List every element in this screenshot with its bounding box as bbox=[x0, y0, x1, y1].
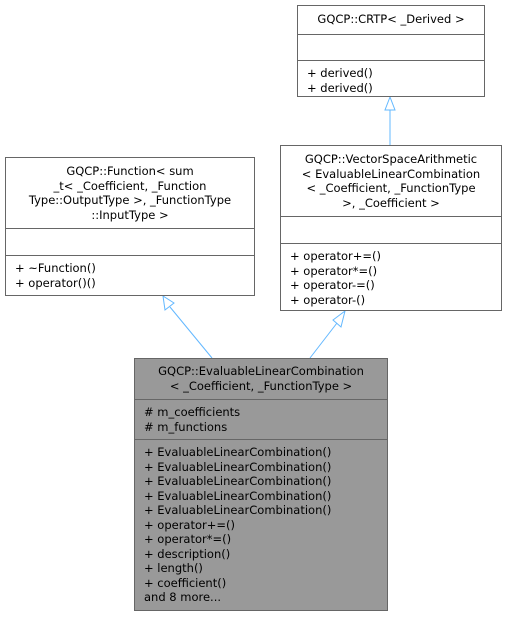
arrowhead-function bbox=[162, 294, 175, 311]
method-operator-minus-assign: + operator-=() bbox=[290, 278, 375, 292]
class-title: GQCP::Function< sum _t< _Coefficient, _F… bbox=[28, 164, 232, 222]
edge-elc-to-vsa bbox=[309, 322, 338, 359]
class-evaluable-linear-combination[interactable]: GQCP::EvaluableLinearCombination < _Coef… bbox=[134, 358, 388, 611]
methods-section: + operator+=() + operator*=() + operator… bbox=[281, 243, 501, 307]
attribute-m-functions: # m_functions bbox=[144, 419, 228, 434]
class-title: GQCP::CRTP< _Derived > bbox=[317, 12, 465, 26]
methods-section: + ~Function() + operator()() bbox=[6, 255, 254, 290]
arrowhead-crtp bbox=[384, 95, 396, 111]
class-crtp[interactable]: GQCP::CRTP< _Derived > + derived() + der… bbox=[297, 5, 485, 97]
attributes-section: # m_coefficients # m_functions bbox=[135, 399, 387, 439]
method-operator-plus-assign: + operator+=() bbox=[144, 517, 235, 532]
method-derived: + derived() bbox=[307, 66, 373, 80]
method-constructor: + EvaluableLinearCombination() bbox=[144, 445, 332, 459]
attribute-m-coefficients: # m_coefficients bbox=[144, 405, 241, 419]
method-destructor: + ~Function() bbox=[15, 261, 96, 275]
method-operator-mul-assign: + operator*=() bbox=[290, 263, 378, 278]
more-members-link[interactable]: and 8 more... bbox=[144, 590, 222, 604]
attributes-section bbox=[6, 228, 254, 255]
method-operator-mul-assign: + operator*=() bbox=[144, 532, 232, 546]
attributes-section bbox=[281, 216, 501, 243]
method-constructor: + EvaluableLinearCombination() bbox=[144, 488, 332, 503]
methods-section: + derived() + derived() bbox=[298, 60, 484, 95]
method-constructor: + EvaluableLinearCombination() bbox=[144, 474, 332, 488]
class-vector-space-arithmetic[interactable]: GQCP::VectorSpaceArithmetic < EvaluableL… bbox=[280, 145, 502, 311]
method-constructor: + EvaluableLinearCombination() bbox=[144, 459, 332, 474]
edge-elc-to-function bbox=[169, 306, 213, 359]
method-length: + length() bbox=[144, 561, 203, 575]
methods-section: + EvaluableLinearCombination() + Evaluab… bbox=[135, 439, 387, 605]
class-title: GQCP::EvaluableLinearCombination < _Coef… bbox=[158, 364, 364, 393]
class-function[interactable]: GQCP::Function< sum _t< _Coefficient, _F… bbox=[5, 157, 255, 296]
method-constructor: + EvaluableLinearCombination() bbox=[144, 503, 332, 517]
method-description: + description() bbox=[144, 546, 231, 561]
method-operator-negate: + operator-() bbox=[290, 292, 366, 307]
method-derived: + derived() bbox=[307, 80, 373, 95]
method-coefficient: + coefficient() bbox=[144, 575, 227, 590]
method-call-operator: + operator()() bbox=[15, 275, 96, 290]
method-operator-plus-assign: + operator+=() bbox=[290, 249, 381, 263]
class-title: GQCP::VectorSpaceArithmetic < EvaluableL… bbox=[301, 152, 481, 210]
arrowhead-vsa bbox=[332, 309, 346, 328]
attributes-section bbox=[298, 34, 484, 60]
